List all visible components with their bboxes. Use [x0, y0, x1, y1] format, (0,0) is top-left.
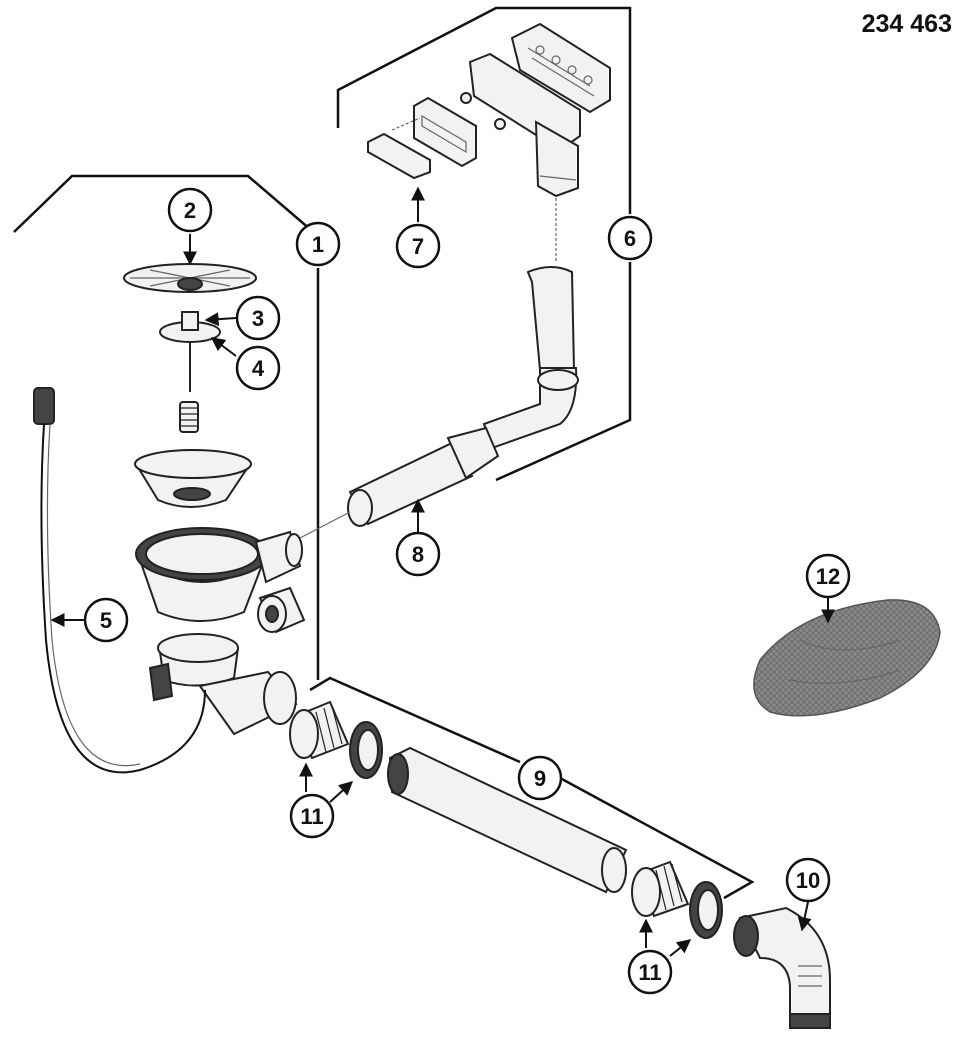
- callout-label: 1: [312, 232, 324, 257]
- callout-label: 10: [796, 868, 820, 893]
- callout-label: 7: [412, 234, 424, 259]
- callout-label: 8: [412, 542, 424, 567]
- connecting-pipe: [299, 426, 500, 539]
- callout-8: 8: [395, 531, 441, 577]
- leader-lines: [50, 186, 835, 957]
- small-nut: [257, 586, 306, 634]
- drain-pipe: [387, 746, 628, 894]
- callout-7: 7: [395, 223, 441, 269]
- pipe-elbow: [733, 906, 831, 1029]
- strainer-plug: [123, 263, 257, 293]
- overflow-assembly: [460, 22, 611, 450]
- callout-6: 6: [607, 215, 653, 261]
- group-bracket-9-right: [559, 776, 755, 900]
- callout-11-left: 11: [289, 793, 335, 839]
- callout-label: 11: [638, 960, 661, 985]
- group-bracket-6-bottom: [495, 262, 632, 482]
- union-nut-right: [631, 860, 690, 918]
- seal-ring-right: [689, 881, 723, 939]
- group-bracket-1: [13, 174, 319, 237]
- callout-10: 10: [785, 857, 831, 903]
- callout-label: 12: [816, 564, 840, 589]
- callout-label: 6: [624, 226, 636, 251]
- article-number: 234 463: [862, 10, 952, 38]
- union-nut-left: [289, 700, 350, 760]
- callout-5: 5: [83, 597, 129, 643]
- waste-body: [135, 527, 303, 622]
- callout-2: 2: [167, 187, 213, 233]
- pop-up-cable: [33, 387, 206, 774]
- callout-label: 5: [100, 608, 112, 633]
- callout-12: 12: [805, 553, 851, 599]
- callout-4: 4: [235, 345, 281, 391]
- waste-outlet: [148, 633, 298, 736]
- seal-ring-left: [349, 721, 383, 779]
- strainer-basket: [134, 449, 252, 508]
- callout-label: 11: [300, 804, 323, 829]
- callout-9: 9: [517, 755, 563, 801]
- group-bracket-9: [309, 676, 521, 764]
- callout-label: 4: [252, 356, 265, 381]
- callout-label: 3: [252, 306, 264, 331]
- callout-label: 2: [184, 198, 196, 223]
- callout-label: 9: [534, 766, 546, 791]
- callout-3: 3: [235, 295, 281, 341]
- callout-11-right: 11: [627, 949, 673, 995]
- plug-stem: [159, 311, 221, 433]
- group-bracket-6: [336, 6, 632, 214]
- mesh-bag: [753, 599, 941, 717]
- callout-1: 1: [295, 221, 341, 267]
- overflow-cover: [367, 96, 477, 180]
